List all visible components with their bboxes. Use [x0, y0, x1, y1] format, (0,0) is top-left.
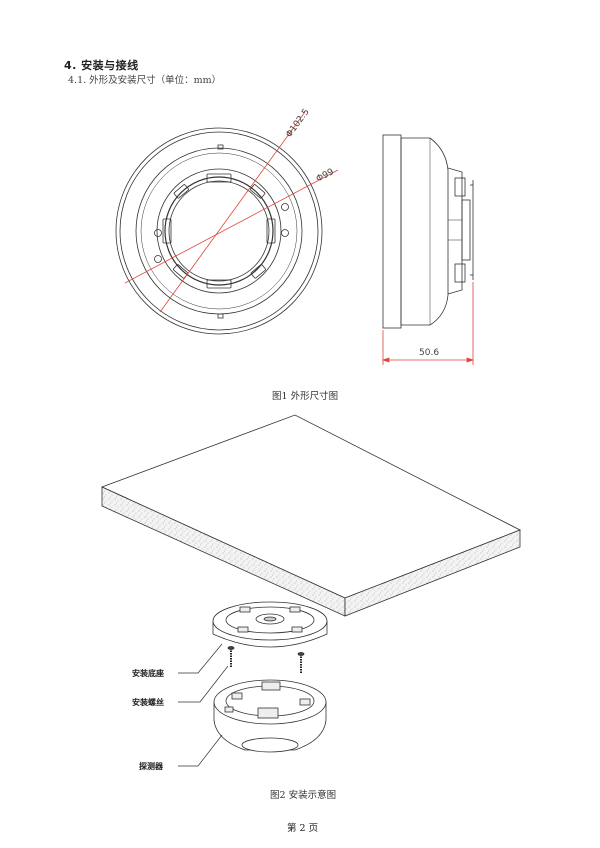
front-view-dimension-lines [124, 111, 339, 313]
sub-heading: 4.1. 外形及安装尺寸（单位：mm） [68, 75, 222, 86]
front-view-drawing [115, 127, 323, 335]
dimension-height: 50.6 [419, 348, 439, 358]
detector-body [213, 679, 327, 753]
side-view-drawing [382, 134, 474, 329]
dimension-outer-diameter: Φ102.5 [284, 107, 311, 139]
figure2-caption: 图2 安装示意图 [270, 790, 337, 801]
dimension-inner-diameter: Φ99 [315, 167, 336, 185]
section-heading: 4. 安装与接线 [64, 59, 139, 72]
mounting-screws [227, 646, 305, 674]
label-mounting-screw: 安装螺丝 [132, 697, 164, 707]
leader-lines [178, 643, 229, 767]
figure1-caption: 图1 外形尺寸图 [272, 391, 339, 402]
side-view-dimension-lines [381, 282, 475, 365]
label-mounting-base: 安装底座 [132, 668, 164, 678]
ceiling-slab [100, 414, 521, 617]
page-number: 第 2 页 [287, 823, 319, 834]
mounting-base [212, 601, 328, 648]
label-detector: 探测器 [139, 761, 164, 771]
